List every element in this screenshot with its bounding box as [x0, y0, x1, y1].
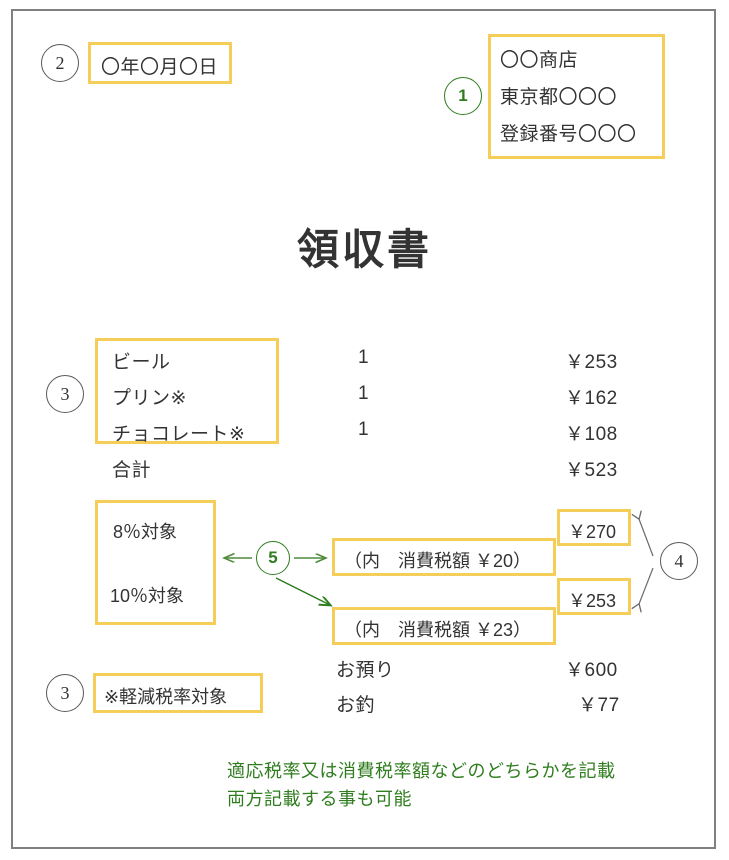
- marker-5: 5: [256, 541, 290, 575]
- inner-tax-8-text: （内 消費税額 ￥20）: [344, 551, 532, 571]
- item-name-0: ビール: [112, 352, 171, 373]
- payment-label-1: お釣: [336, 695, 376, 716]
- marker-3-footnote: 3: [46, 674, 84, 712]
- issuer-highlight-box: [488, 34, 665, 159]
- item-price-total: ￥523: [565, 460, 618, 481]
- marker-4: 4: [660, 542, 698, 580]
- page-title: 領収書: [296, 226, 432, 273]
- inner-tax-10-highlight-box: [332, 607, 556, 645]
- green-note-line-2: 両方記載する事も可能: [227, 789, 412, 809]
- marker-1: 1: [444, 77, 482, 115]
- item-qty-0: 1: [358, 347, 370, 368]
- item-qty-1: 1: [358, 383, 370, 404]
- marker-3-items: 3: [46, 375, 84, 413]
- payment-value-0: ￥600: [565, 660, 618, 681]
- item-name-total: 合計: [112, 460, 152, 481]
- marker-2: 2: [41, 44, 79, 82]
- issuer-registration-number: 登録番号〇〇〇: [500, 124, 637, 145]
- item-price-2: ￥108: [565, 424, 618, 445]
- amount-10-highlight-box: [557, 578, 631, 615]
- footnote-text: ※軽減税率対象: [104, 687, 228, 707]
- item-price-1: ￥162: [565, 388, 618, 409]
- amount-10-value: ￥253: [568, 591, 617, 611]
- issuer-name: 〇〇商店: [500, 50, 579, 71]
- tax-rate-8-label: 8％対象: [113, 522, 178, 542]
- item-price-0: ￥253: [565, 352, 618, 373]
- item-name-1: プリン※: [112, 388, 187, 409]
- item-name-2: チョコレート※: [112, 424, 246, 445]
- tax-rate-10-label: 10％対象: [110, 586, 185, 606]
- date-highlight-box: [88, 42, 232, 84]
- item-qty-2: 1: [358, 419, 370, 440]
- issuer-address: 東京都〇〇〇: [500, 87, 618, 108]
- green-note-line-1: 適応税率又は消費税率額などのどちらかを記載: [227, 761, 616, 781]
- amount-8-value: ￥270: [568, 522, 617, 542]
- item-names-highlight-box: [95, 338, 279, 444]
- inner-tax-8-highlight-box: [332, 538, 556, 576]
- footnote-highlight-box: [93, 673, 263, 713]
- inner-tax-10-text: （内 消費税額 ￥23）: [344, 620, 532, 640]
- amount-8-highlight-box: [557, 509, 631, 546]
- payment-value-1: ￥77: [578, 695, 620, 716]
- document-frame: [11, 9, 716, 849]
- tax-rate-highlight-box: [95, 500, 216, 625]
- payment-label-0: お預り: [336, 660, 395, 681]
- date-text: 〇年〇月〇日: [101, 57, 219, 78]
